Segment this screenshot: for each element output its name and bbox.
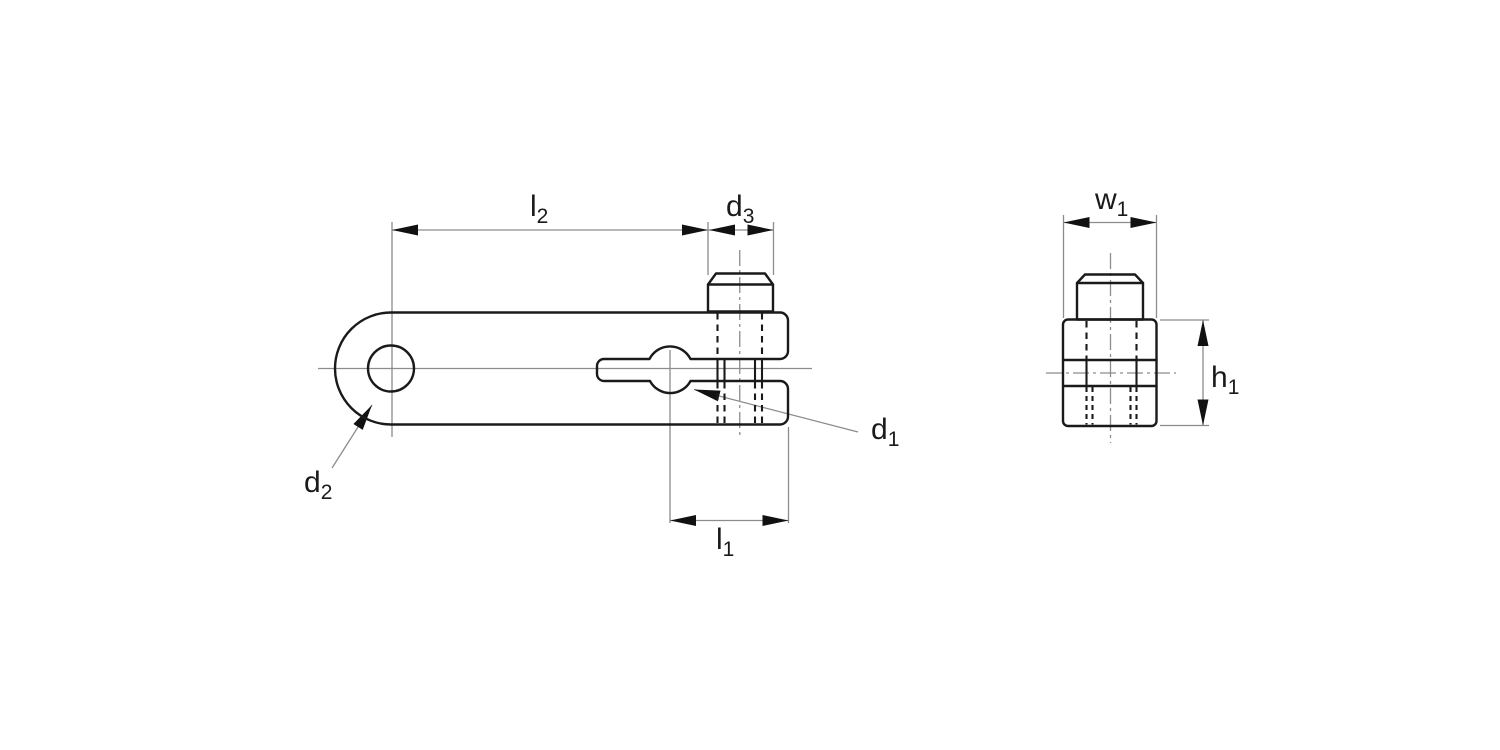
side-threaded-hole-lines: [1085, 387, 1138, 425]
h1-arrow-bottom-icon: [1197, 399, 1209, 426]
label-d2: d2: [304, 466, 332, 504]
clamp-body-outline: [333, 311, 790, 426]
pivot-hole: [366, 344, 416, 393]
l2-arrow-right-icon: [682, 224, 708, 236]
screw-shank-visible-lines: [716, 359, 764, 381]
side-view: w1 h1: [1046, 183, 1239, 443]
label-l1: l1: [716, 523, 734, 561]
l1-arrow-left-icon: [670, 515, 696, 526]
d3-arrow-left-icon: [709, 224, 735, 236]
label-h1: h1: [1211, 361, 1239, 399]
l1-arrow-right-icon: [762, 515, 789, 526]
threaded-hole-hidden-lines: [716, 382, 764, 424]
d1-leader-line: [693, 388, 859, 433]
clearance-hole-hidden-lines: [716, 313, 764, 358]
label-d3: d3: [726, 190, 754, 228]
d2-leader-arrow-icon: [353, 402, 377, 430]
l2-arrow-left-icon: [392, 224, 418, 236]
side-clearance-hole-lines: [1085, 321, 1138, 386]
w1-arrow-right-icon: [1130, 217, 1157, 228]
front-view: l2 d3 l1 d1 d2: [304, 190, 899, 561]
label-w1: w1: [1094, 183, 1128, 221]
d1-leader-arrow-icon: [692, 384, 721, 402]
w1-arrow-left-icon: [1063, 217, 1090, 228]
h1-arrow-top-icon: [1197, 320, 1209, 346]
label-d1: d1: [871, 413, 899, 451]
screw-head-front: [706, 272, 775, 313]
label-l2: l2: [530, 190, 548, 228]
